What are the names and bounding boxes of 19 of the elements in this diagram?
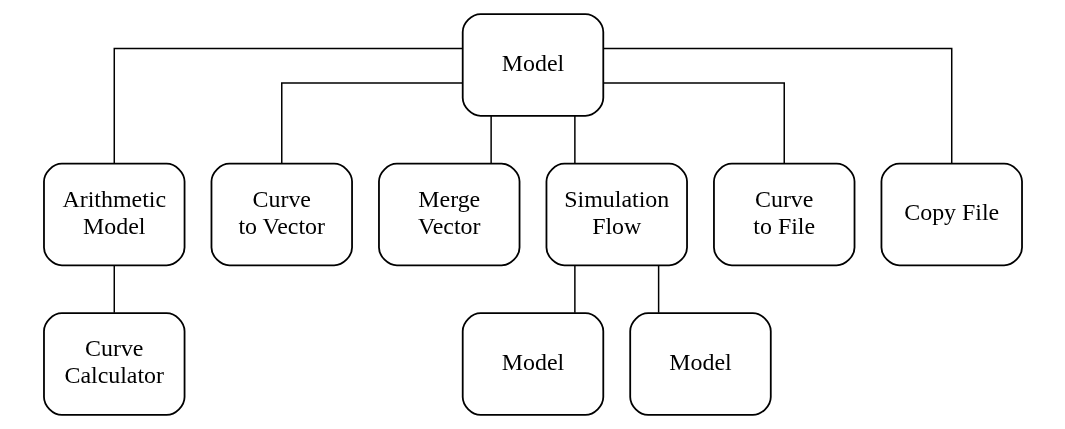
connector bbox=[573, 115, 576, 164]
node-box: Simulation Flow bbox=[545, 162, 688, 267]
node-box: Copy File bbox=[880, 162, 1023, 267]
connector bbox=[602, 82, 785, 165]
connector bbox=[573, 264, 576, 314]
node-box: Model bbox=[461, 312, 604, 416]
node-box: Curve to File bbox=[712, 162, 855, 267]
node-box: Merge Vector bbox=[377, 162, 520, 267]
node-box: Curve to Vector bbox=[210, 162, 353, 267]
node-box: Model bbox=[628, 312, 772, 416]
connector bbox=[657, 264, 659, 314]
connector bbox=[113, 264, 115, 314]
connector bbox=[489, 115, 492, 164]
connector bbox=[113, 47, 463, 165]
node-box: Model bbox=[461, 13, 604, 117]
node-box: Arithmetic Model bbox=[42, 162, 185, 267]
connector bbox=[280, 82, 463, 165]
node-box: Curve Calculator bbox=[42, 312, 185, 416]
connector bbox=[602, 47, 952, 165]
